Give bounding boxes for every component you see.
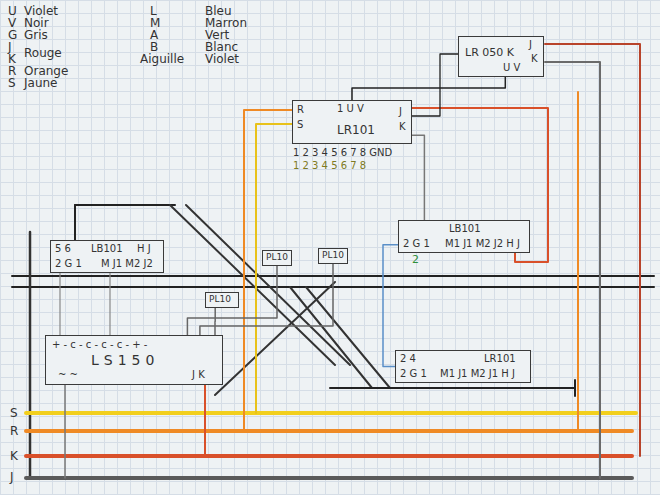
pin-label: 1 2 3 4 5 6 7 8: [293, 160, 366, 172]
module-box: + - c - c - c - c - + -LS150 ~ ~ J K: [45, 335, 223, 385]
wire: [244, 110, 292, 431]
legend-letter: S: [8, 76, 16, 90]
buffer-stop: [574, 380, 576, 396]
pin-label: 1 2 3 4 5 6 7 8 GND: [293, 147, 392, 159]
module-name: PL10: [266, 252, 288, 263]
wire: [412, 54, 458, 116]
legend-letter: Aiguille: [140, 52, 184, 66]
wire: [59, 272, 60, 335]
module-name: LR 050 K: [465, 46, 514, 59]
pin-label: K: [531, 53, 538, 65]
wire-connector: [352, 77, 505, 100]
pin-label: ~ ~: [58, 369, 78, 381]
legend-text: Violet: [205, 52, 239, 66]
bus-j: [26, 476, 632, 480]
module-box: 5 6 LB101 H J 2 G 1 M J1 M2 J2: [50, 240, 164, 273]
module-name: 2 4: [400, 353, 416, 365]
rail: [290, 287, 372, 388]
pin-label: J: [399, 106, 402, 118]
wire: [64, 385, 66, 478]
wire: [545, 62, 600, 478]
bus-label: K: [10, 449, 18, 463]
module-box: RS 1 U V JK LR101: [292, 100, 412, 144]
wire-connector: [200, 264, 333, 335]
module-box: PL10: [262, 250, 292, 266]
module-box: PL10: [205, 292, 239, 308]
legend-text: Gris: [24, 28, 48, 42]
wire: [74, 205, 76, 240]
wire-connector: [383, 245, 398, 367]
bus-label: R: [10, 424, 18, 438]
rail: [306, 287, 390, 388]
wire: [204, 385, 206, 456]
module-name: + - c - c - c - c - + -: [52, 339, 147, 351]
pin-label: M1 J1 M2 J1 H J: [440, 368, 515, 380]
pin-label: 2 G 1: [400, 368, 427, 380]
pin-label: U V: [503, 62, 520, 74]
module-name: LB101: [449, 223, 481, 235]
pin-label: K: [399, 121, 406, 133]
module-name: PL10: [322, 250, 344, 261]
rail: [75, 204, 175, 206]
pin-label: 1 U V: [337, 103, 364, 115]
rail: [330, 387, 575, 389]
wire: [29, 232, 32, 478]
module-name: PL10: [209, 294, 231, 305]
bus-k: [26, 454, 632, 458]
module-box: 2 4 LR101 2 G 1 M1 J1 M2 J1 H J: [395, 350, 531, 383]
pin-label: LB101: [91, 243, 123, 255]
pin-label: LR101: [484, 353, 516, 365]
legend-text: Jaune: [24, 76, 58, 90]
bus-r: [26, 429, 632, 433]
pin-label: LS150: [91, 352, 159, 369]
pin-label: LR101: [337, 123, 375, 137]
module-name: 5 6: [55, 243, 71, 255]
legend-text: Rouge: [24, 46, 62, 60]
module-name: R: [297, 104, 304, 116]
pin-label: J: [529, 39, 532, 51]
module-box: LB101 2 G 1 M1 J1 M2 J2 H J: [398, 220, 530, 253]
wire: [109, 272, 110, 335]
bus-s: [26, 411, 636, 415]
pin-label: 2: [412, 253, 419, 266]
pin-label: 2 G 1: [403, 238, 430, 250]
wire-connector: [412, 135, 424, 220]
pin-label: S: [297, 119, 303, 131]
wire: [545, 44, 640, 456]
module-box: LR 050 K JK U V: [458, 36, 544, 77]
pin-label: H J: [137, 243, 151, 255]
module-box: PL10: [318, 248, 348, 264]
wire: [577, 92, 579, 431]
bus-label: J: [10, 470, 14, 484]
pin-label: M1 J1 M2 J2 H J: [445, 238, 520, 250]
bus-label: S: [10, 406, 18, 420]
pin-label: M J1 M2 J2: [101, 258, 153, 270]
pin-label: J K: [192, 369, 205, 381]
wire-connector: [187, 266, 277, 335]
pin-label: 2 G 1: [55, 258, 82, 270]
wire-connector: [214, 308, 216, 335]
wire: [256, 124, 292, 413]
